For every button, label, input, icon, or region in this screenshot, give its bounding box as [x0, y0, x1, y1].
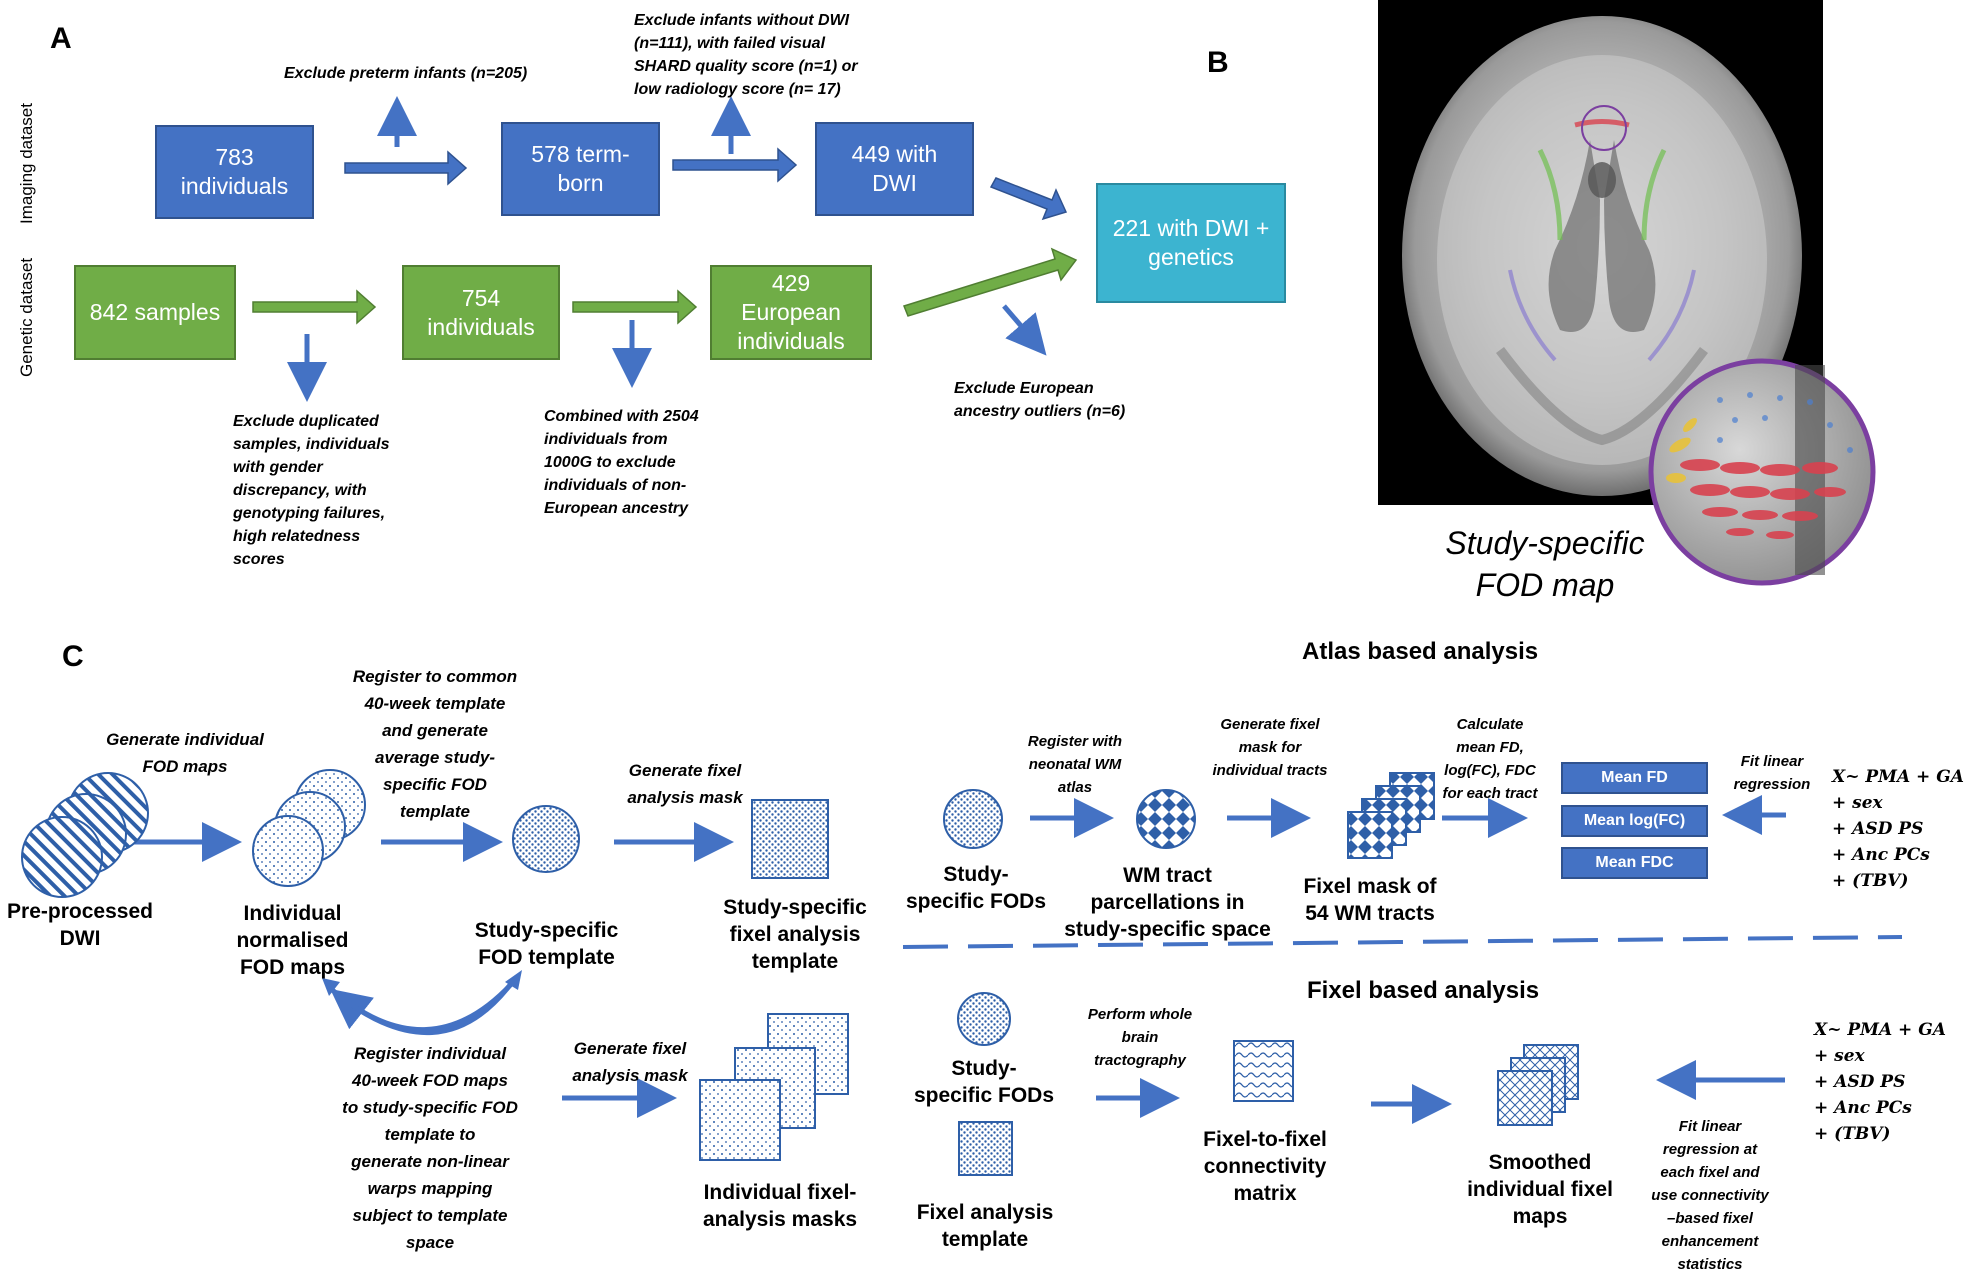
equation-line: + sex [1814, 1046, 1865, 1066]
equation-line: + Anc PCs [1832, 845, 1930, 865]
step-fit-linear-fixel: Fit linear regression at each fixel and … [1651, 1118, 1769, 1273]
equation-line: + (TBV) [1814, 1124, 1891, 1144]
panel-c-icons [21, 769, 1579, 1176]
label-study-fod-template: Study-specific FOD template [474, 919, 619, 969]
curved-register-arrow [328, 978, 517, 1032]
box-578-term-born: 578 term- born [501, 122, 660, 216]
note-combined-1000g: Combined with 2504 individuals from 1000… [544, 408, 699, 517]
mean-fd-box: Mean FD [1561, 762, 1708, 794]
step-fit-linear: Fit linear regression [1733, 753, 1811, 793]
equation-line: + (TBV) [1832, 871, 1909, 891]
label-atlas-study-fods: Study- specific FODs [905, 863, 1047, 913]
equation-line: + sex [1832, 793, 1883, 813]
equation-line: X~ PMA + GA [1814, 1020, 1946, 1040]
step-generate-mask-1: Generate fixel analysis mask [627, 761, 743, 807]
equation-line: + ASD PS [1832, 819, 1924, 839]
label-smoothed-maps: Smoothed individual fixel maps [1467, 1151, 1613, 1228]
arrow-754-to-429 [572, 289, 698, 325]
arrow-429-to-merged [903, 247, 1078, 317]
mean-fdc-box: Mean FDC [1561, 847, 1708, 879]
step-register-common: Register to common 40-week template and … [352, 667, 518, 821]
equation-line: + Anc PCs [1814, 1098, 1912, 1118]
panel-letter-b: B [1207, 46, 1229, 79]
step-tractography: Perform whole brain tractography [1087, 1006, 1193, 1069]
box-221-merged: 221 with DWI + genetics [1096, 183, 1286, 303]
label-fba-template: Fixel analysis template [916, 1201, 1054, 1251]
equation-line: + ASD PS [1814, 1072, 1906, 1092]
mean-logfc-box: Mean log(FC) [1561, 805, 1708, 837]
note-exclude-preterm: Exclude preterm infants (n=205) [284, 65, 528, 82]
step-generate-mask-2: Generate fixel analysis mask [572, 1039, 688, 1085]
panel-a-arrows [252, 96, 1078, 402]
note-exclude-outliers: Exclude European ancestry outliers (n=6) [954, 380, 1126, 420]
arrow-578-to-449 [672, 147, 798, 183]
fixel-section-title: Fixel based analysis [1307, 977, 1540, 1004]
step-generate-fod: Generate individual FOD maps [106, 730, 264, 776]
fod-map-caption: Study-specific FOD map [1445, 525, 1645, 603]
box-842-samples: 842 samples [74, 265, 236, 360]
zoom-fods-yellow [1666, 418, 1697, 483]
equation-line: X~ PMA + GA [1832, 767, 1964, 787]
box-754-individuals: 754 individuals [402, 265, 560, 360]
box-449-with-dwi: 449 with DWI [815, 122, 974, 216]
side-label-imaging: Imaging dataset [17, 103, 36, 224]
label-preprocessed-dwi: Pre-processed DWI [7, 900, 153, 950]
arrow-783-to-578 [344, 150, 468, 186]
label-fba-study-fods: Study- specific FODs [913, 1057, 1055, 1107]
box-783-individuals: 783 individuals [155, 125, 314, 219]
arrow-842-to-754 [252, 289, 377, 325]
step-generate-tract-mask: Generate fixel mask for individual tract… [1212, 716, 1328, 779]
label-individual-normalised: Individual normalised FOD maps [236, 902, 349, 979]
side-label-genetic: Genetic dataset [17, 257, 36, 377]
zoom-fods [1680, 459, 1846, 539]
step-calculate: Calculate mean FD, log(FC), FDC for each… [1442, 716, 1538, 802]
step-register-individual: Register individual 40-week FOD maps to … [342, 1044, 518, 1252]
box-429-european: 429 European individuals [710, 265, 872, 360]
step-register-atlas: Register with neonatal WM atlas [1027, 733, 1123, 796]
panel-letter-a: A [50, 22, 72, 55]
panel-letter-c: C [62, 640, 84, 673]
label-individual-masks: Individual fixel- analysis masks [702, 1181, 858, 1231]
arrow-449-to-merged [989, 177, 1068, 221]
label-fixel-mask-54: Fixel mask of 54 WM tracts [1303, 875, 1437, 925]
atlas-section-title: Atlas based analysis [1302, 638, 1539, 665]
label-fixel-to-fixel: Fixel-to-fixel connectivity matrix [1203, 1128, 1327, 1205]
brain-image [1378, 0, 1876, 586]
note-exclude-no-dwi: Exclude infants without DWI (n=111), wit… [634, 12, 858, 98]
label-wm-tract-parcellations: WM tract parcellations in study-specific… [1064, 864, 1271, 941]
label-study-fixel-template: Study-specific fixel analysis template [723, 896, 867, 973]
zoom-fods-small [1717, 392, 1853, 453]
note-exclude-duplicated: Exclude duplicated samples, individuals … [233, 413, 390, 568]
